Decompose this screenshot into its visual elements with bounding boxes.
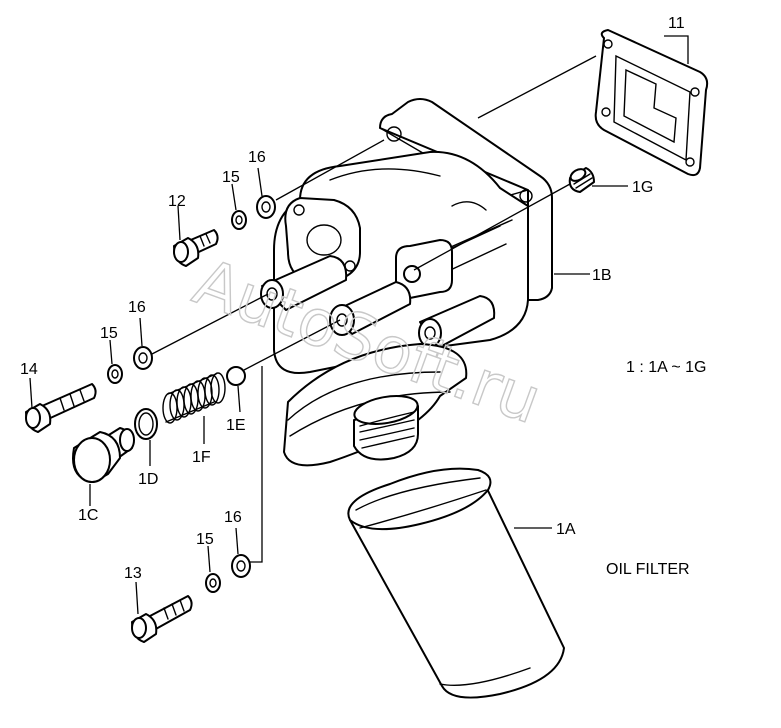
label-part-1F: 1F [192,449,211,466]
label-part-12: 12 [168,193,186,210]
bolt-12 [173,229,219,267]
label-part-1A: 1A [556,521,576,538]
o-ring-1D [134,408,158,440]
label-part-1D: 1D [138,471,158,488]
label-part-15-mid: 15 [100,325,118,342]
lock-washer-15-bot [205,573,221,593]
plug-1C [72,427,135,483]
check-ball-1E [226,366,246,386]
leader-lines [29,35,689,615]
label-part-13: 13 [124,565,142,582]
bolt-14 [25,383,97,433]
label-part-11: 11 [668,15,685,32]
gasket-11 [594,29,709,177]
diagram-title: OIL FILTER [606,561,690,578]
label-part-16-top: 16 [248,149,266,166]
label-part-1G: 1G [632,179,653,196]
label-part-16-mid: 16 [128,299,146,316]
label-part-14: 14 [20,361,38,378]
label-part-1C: 1C [78,507,98,524]
oil-filter-cartridge-1A [347,467,565,699]
label-part-1E: 1E [226,417,246,434]
bolt-13 [131,595,193,643]
plug-1G [568,167,595,193]
label-part-1B: 1B [592,267,612,284]
washer-16-top [256,195,276,219]
washer-16-bot [231,554,251,578]
filter-head-1B [260,98,553,467]
lock-washer-15-top [231,210,247,230]
lock-washer-15-mid [107,364,123,384]
spring-1F [162,372,226,424]
washer-16-mid [133,346,153,370]
label-part-15-top: 15 [222,169,240,186]
label-part-16-bot: 16 [224,509,242,526]
range-note: 1 : 1A ~ 1G [626,359,707,376]
label-part-15-bot: 15 [196,531,214,548]
